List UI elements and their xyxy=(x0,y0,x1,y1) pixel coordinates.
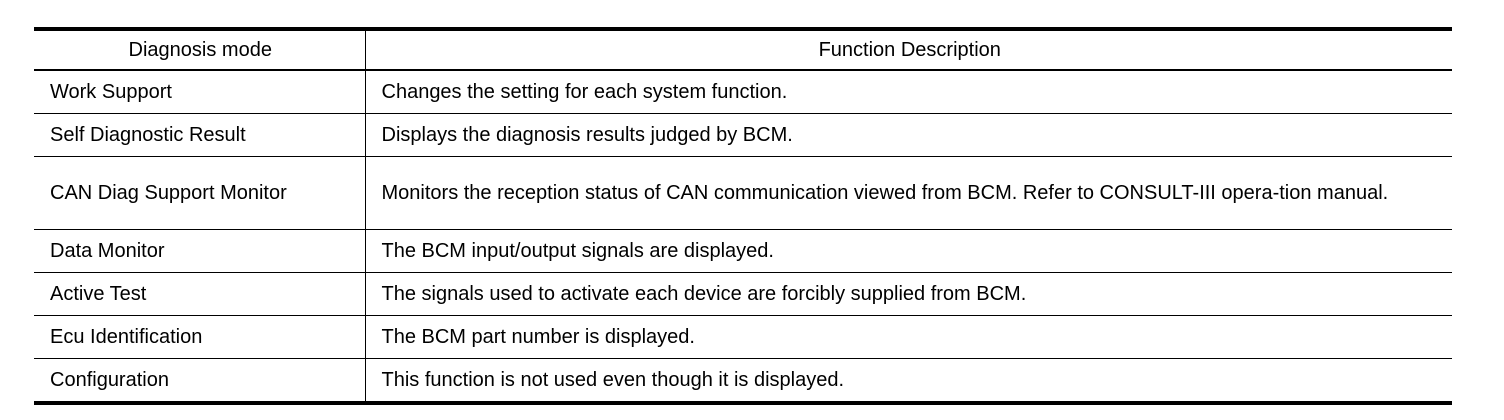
table-row: Data Monitor The BCM input/output signal… xyxy=(34,229,1452,273)
table-row: Active Test The signals used to activate… xyxy=(34,272,1452,316)
table-row: Configuration This function is not used … xyxy=(34,358,1452,405)
table-row: Self Diagnostic Result Displays the diag… xyxy=(34,113,1452,157)
diagnosis-mode-cell: Self Diagnostic Result xyxy=(34,113,366,157)
function-description-cell: The BCM part number is displayed. xyxy=(365,315,1452,359)
diagnosis-mode-cell: Configuration xyxy=(34,358,366,405)
table-row: CAN Diag Support Monitor Monitors the re… xyxy=(34,156,1452,230)
diagnosis-mode-cell: Active Test xyxy=(34,272,366,316)
diagnosis-mode-table: Diagnosis mode Function Description Work… xyxy=(34,27,1452,405)
diagnosis-mode-cell: CAN Diag Support Monitor xyxy=(34,156,366,230)
header-diagnosis-mode: Diagnosis mode xyxy=(34,27,366,71)
function-description-cell: Changes the setting for each system func… xyxy=(365,69,1452,114)
function-description-cell: Displays the diagnosis results judged by… xyxy=(365,113,1452,157)
diagnosis-mode-cell: Data Monitor xyxy=(34,229,366,273)
function-description-cell: Monitors the reception status of CAN com… xyxy=(365,156,1452,230)
table-row: Ecu Identification The BCM part number i… xyxy=(34,315,1452,359)
diagnosis-mode-cell: Work Support xyxy=(34,69,366,114)
table-header-row: Diagnosis mode Function Description xyxy=(34,27,1452,71)
diagnosis-mode-cell: Ecu Identification xyxy=(34,315,366,359)
function-description-cell: The BCM input/output signals are display… xyxy=(365,229,1452,273)
function-description-cell: The signals used to activate each device… xyxy=(365,272,1452,316)
function-description-cell: This function is not used even though it… xyxy=(365,358,1452,405)
header-function-description: Function Description xyxy=(365,27,1452,71)
table-row: Work Support Changes the setting for eac… xyxy=(34,69,1452,114)
